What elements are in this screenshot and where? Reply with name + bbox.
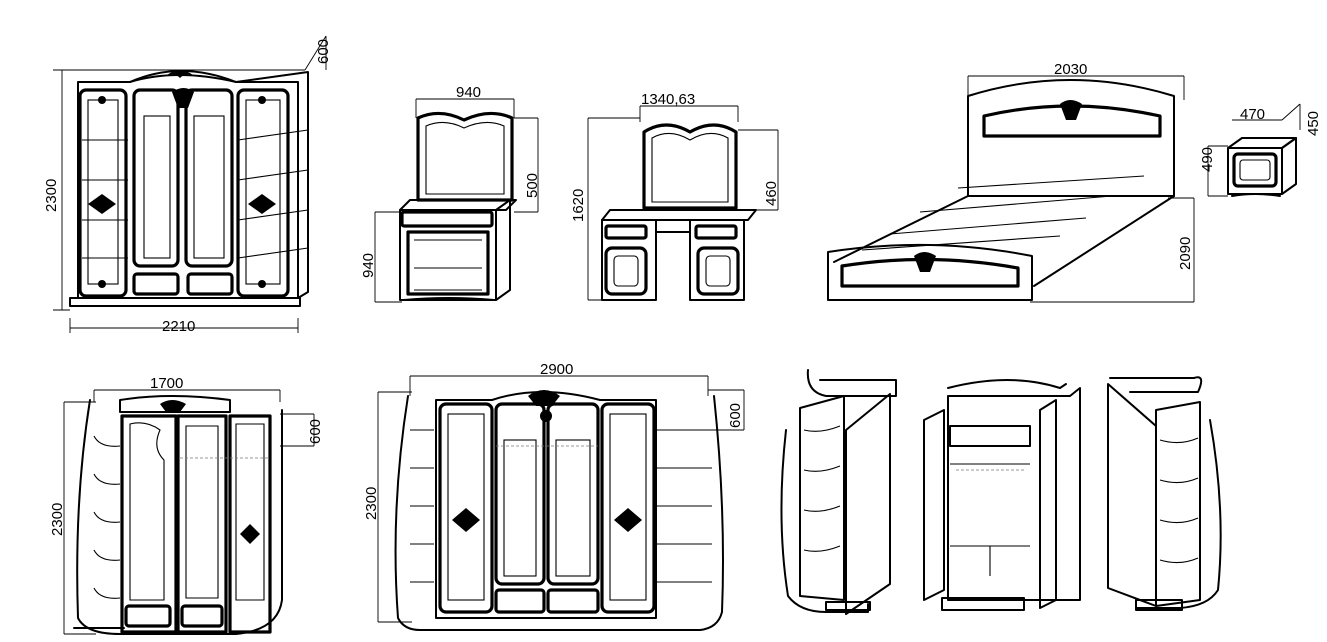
vanity-table: 1340,63 1620 460	[570, 91, 780, 301]
vanity-mirror-label: 460	[763, 181, 780, 206]
vanity-height-label: 1620	[570, 189, 587, 222]
corner-wardrobe: 1700 2300 600	[49, 375, 324, 635]
wardrobe5-height-label: 2300	[363, 487, 380, 520]
exploded-view-right	[1107, 376, 1222, 611]
corner-wardrobe-width-label: 1700	[150, 375, 183, 392]
wardrobe-height-label: 2300	[43, 179, 60, 212]
nightstand-depth-label: 450	[1305, 111, 1322, 136]
exploded-view-middle	[923, 379, 1081, 611]
wardrobe-width-label: 2210	[162, 318, 195, 335]
vanity-width-label: 1340,63	[641, 91, 695, 108]
wardrobe5-depth-label: 600	[727, 403, 744, 428]
dresser-body-label: 940	[360, 253, 377, 278]
bed: 2030 2090	[827, 61, 1195, 303]
corner-wardrobe-height-label: 2300	[49, 503, 66, 536]
dresser-with-mirror: 940 500 940	[360, 84, 541, 303]
wardrobe-depth-label: 600	[315, 39, 332, 64]
wardrobe5-width-label: 2900	[540, 361, 573, 378]
corner-wardrobe-depth-label: 600	[307, 419, 324, 444]
nightstand: 470 450 490	[1199, 103, 1322, 197]
bed-width-label: 2030	[1054, 61, 1087, 78]
nightstand-height-label: 490	[1199, 147, 1216, 172]
wardrobe-4-door: 2210 2300 600	[43, 35, 332, 335]
dresser-width-label: 940	[456, 84, 481, 101]
dresser-mirror-label: 500	[524, 173, 541, 198]
exploded-view-left	[780, 369, 897, 615]
bed-length-label: 2090	[1177, 237, 1194, 270]
wardrobe-5-door: 2900 2300 600	[363, 361, 745, 631]
nightstand-width-label: 470	[1240, 106, 1265, 123]
